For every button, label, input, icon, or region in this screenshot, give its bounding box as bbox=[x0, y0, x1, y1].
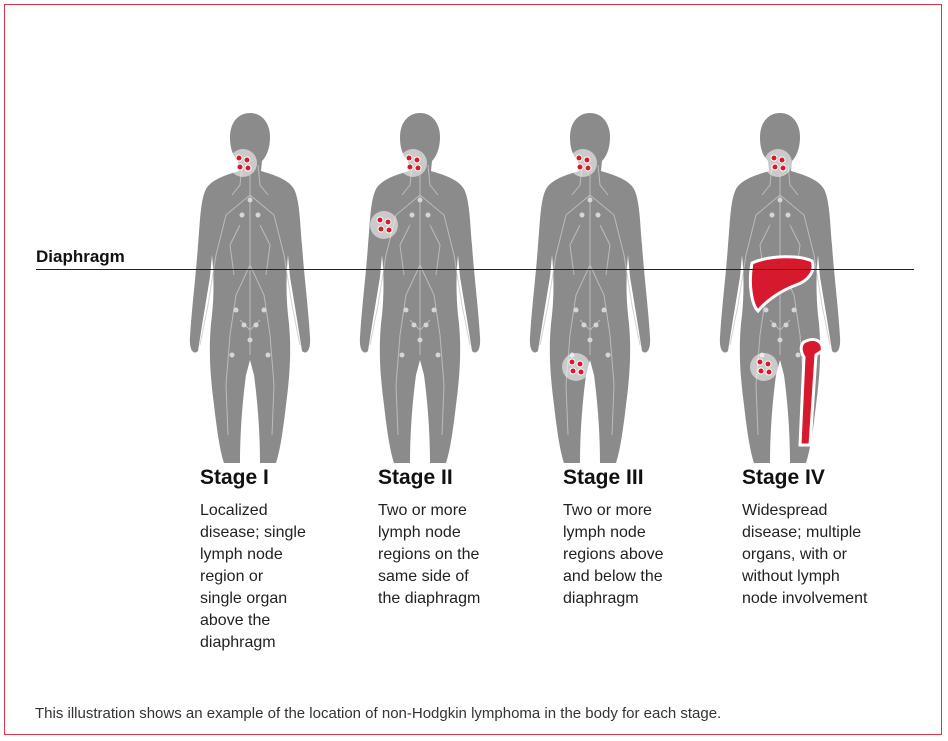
tumor-node-cluster bbox=[370, 211, 398, 239]
tumor-node-cluster bbox=[764, 149, 792, 177]
desc-line: Two or more bbox=[378, 500, 538, 522]
desc-line: and below the bbox=[563, 566, 723, 588]
desc-line: regions on the bbox=[378, 544, 538, 566]
desc-line: organs, with or bbox=[742, 544, 902, 566]
desc-line: Widespread bbox=[742, 500, 902, 522]
desc-line: node involvement bbox=[742, 588, 902, 610]
stage-title: Stage I bbox=[200, 465, 360, 490]
tumor-node-cluster bbox=[229, 149, 257, 177]
desc-line: lymph node bbox=[563, 522, 723, 544]
body-figure-stage-2 bbox=[340, 105, 500, 465]
desc-line: regions above bbox=[563, 544, 723, 566]
stage-4: Stage IV Widespread disease; multiple or… bbox=[742, 465, 902, 610]
body-silhouette bbox=[510, 105, 670, 465]
stage-description: Two or more lymph node regions above and… bbox=[563, 500, 723, 610]
desc-line: disease; single bbox=[200, 522, 360, 544]
body-figure-stage-1 bbox=[170, 105, 330, 465]
body-figure-stage-4 bbox=[700, 105, 860, 465]
tumor-node-cluster bbox=[750, 353, 778, 381]
stage-1: Stage I Localized disease; single lymph … bbox=[200, 465, 360, 654]
stage-description: Localized disease; single lymph node reg… bbox=[200, 500, 360, 654]
desc-line: same side of bbox=[378, 566, 538, 588]
desc-line: diaphragm bbox=[200, 632, 360, 654]
stage-title: Stage II bbox=[378, 465, 538, 490]
body-silhouette bbox=[340, 105, 500, 465]
body-figure-stage-3 bbox=[510, 105, 670, 465]
desc-line: above the bbox=[200, 610, 360, 632]
diaphragm-line bbox=[36, 269, 914, 270]
desc-line: region or bbox=[200, 566, 360, 588]
stage-3: Stage III Two or more lymph node regions… bbox=[563, 465, 723, 610]
body-silhouette bbox=[700, 105, 860, 465]
stage-title: Stage III bbox=[563, 465, 723, 490]
stage-description: Widespread disease; multiple organs, wit… bbox=[742, 500, 902, 610]
desc-line: disease; multiple bbox=[742, 522, 902, 544]
body-illustrations bbox=[0, 0, 948, 470]
diaphragm-label: Diaphragm bbox=[36, 247, 125, 267]
desc-line: the diaphragm bbox=[378, 588, 538, 610]
tumor-node-cluster bbox=[569, 149, 597, 177]
body-silhouette bbox=[170, 105, 330, 465]
desc-line: Two or more bbox=[563, 500, 723, 522]
desc-line: Localized bbox=[200, 500, 360, 522]
stage-title: Stage IV bbox=[742, 465, 902, 490]
desc-line: lymph node bbox=[378, 522, 538, 544]
stage-description: Two or more lymph node regions on the sa… bbox=[378, 500, 538, 610]
desc-line: without lymph bbox=[742, 566, 902, 588]
desc-line: single organ bbox=[200, 588, 360, 610]
tumor-node-cluster bbox=[562, 353, 590, 381]
desc-line: diaphragm bbox=[563, 588, 723, 610]
figure-caption: This illustration shows an example of th… bbox=[35, 705, 721, 722]
tumor-node-cluster bbox=[399, 149, 427, 177]
desc-line: lymph node bbox=[200, 544, 360, 566]
stage-2: Stage II Two or more lymph node regions … bbox=[378, 465, 538, 610]
